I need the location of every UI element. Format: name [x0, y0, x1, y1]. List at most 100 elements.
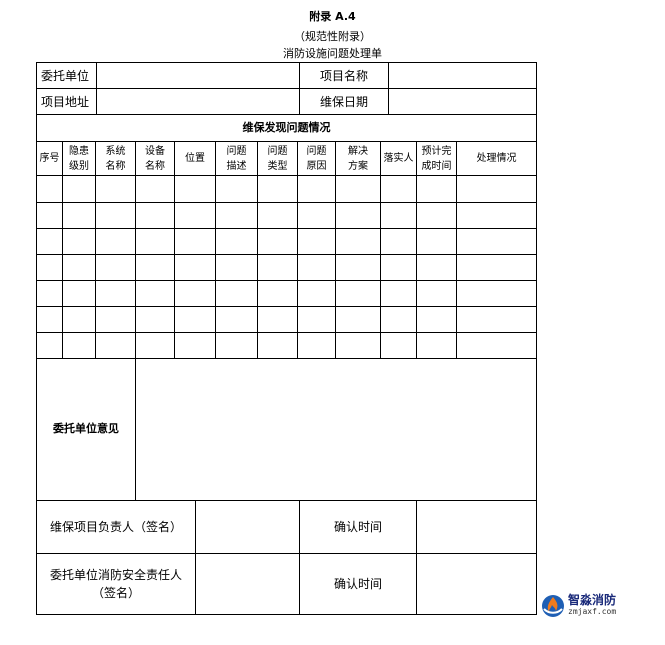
table-cell[interactable] [175, 255, 215, 280]
table-cell[interactable] [37, 333, 62, 358]
table-cell[interactable] [336, 229, 380, 254]
table-cell[interactable] [136, 281, 174, 306]
table-cell[interactable] [258, 255, 297, 280]
table-cell[interactable] [136, 255, 174, 280]
client-value[interactable] [97, 63, 299, 88]
table-cell[interactable] [298, 229, 335, 254]
table-cell[interactable] [417, 229, 456, 254]
opinion-field[interactable] [136, 359, 536, 500]
table-cell[interactable] [457, 229, 536, 254]
table-cell[interactable] [457, 281, 536, 306]
table-cell[interactable] [216, 176, 257, 201]
table-cell[interactable] [216, 307, 257, 332]
table-cell[interactable] [175, 229, 215, 254]
table-cell[interactable] [175, 333, 215, 358]
table-cell[interactable] [298, 333, 335, 358]
table-cell[interactable] [417, 203, 456, 228]
table-cell[interactable] [381, 203, 416, 228]
table-cell[interactable] [96, 281, 135, 306]
table-cell[interactable] [417, 281, 456, 306]
table-cell[interactable] [96, 255, 135, 280]
table-cell[interactable] [63, 176, 95, 201]
opinion-label: 委托单位意见 [53, 422, 119, 436]
table-cell[interactable] [381, 229, 416, 254]
table-cell[interactable] [457, 203, 536, 228]
table-cell[interactable] [417, 255, 456, 280]
table-cell[interactable] [381, 307, 416, 332]
table-cell[interactable] [216, 333, 257, 358]
table-cell[interactable] [381, 281, 416, 306]
project-address-label: 项目地址 [41, 94, 90, 109]
table-cell[interactable] [63, 281, 95, 306]
table-cell[interactable] [457, 333, 536, 358]
table-cell[interactable] [37, 281, 62, 306]
table-cell[interactable] [96, 333, 135, 358]
confirm-time-value-1[interactable] [417, 501, 536, 553]
table-cell[interactable] [381, 333, 416, 358]
table-cell[interactable] [136, 307, 174, 332]
table-cell[interactable] [336, 333, 380, 358]
table-cell[interactable] [175, 281, 215, 306]
fire-logo-icon [542, 595, 564, 617]
table-cell[interactable] [175, 176, 215, 201]
table-cell[interactable] [216, 203, 257, 228]
table-cell[interactable] [258, 176, 297, 201]
table-cell[interactable] [96, 307, 135, 332]
table-cell[interactable] [298, 203, 335, 228]
table-cell[interactable] [136, 229, 174, 254]
table-cell[interactable] [63, 203, 95, 228]
table-cell[interactable] [457, 255, 536, 280]
table-cell[interactable] [216, 229, 257, 254]
table-cell[interactable] [175, 203, 215, 228]
table-cell[interactable] [216, 281, 257, 306]
table-cell[interactable] [298, 281, 335, 306]
table-cell[interactable] [417, 333, 456, 358]
table-cell[interactable] [336, 255, 380, 280]
table-cell[interactable] [258, 281, 297, 306]
safety-officer-signature[interactable] [196, 554, 299, 614]
project-leader-signature[interactable] [196, 501, 299, 553]
table-cell[interactable] [96, 229, 135, 254]
table-cell[interactable] [37, 203, 62, 228]
table-cell[interactable] [96, 203, 135, 228]
table-cell[interactable] [381, 176, 416, 201]
table-cell[interactable] [336, 176, 380, 201]
table-cell[interactable] [298, 307, 335, 332]
table-cell[interactable] [37, 229, 62, 254]
table-cell[interactable] [336, 307, 380, 332]
table-cell[interactable] [175, 307, 215, 332]
column-header: 处理情况 [476, 153, 517, 164]
table-cell[interactable] [298, 176, 335, 201]
table-cell[interactable] [136, 176, 174, 201]
table-cell[interactable] [381, 255, 416, 280]
table-cell[interactable] [63, 255, 95, 280]
table-cell[interactable] [417, 176, 456, 201]
table-cell[interactable] [63, 307, 95, 332]
table-cell[interactable] [258, 229, 297, 254]
table-cell[interactable] [258, 203, 297, 228]
table-cell[interactable] [37, 255, 62, 280]
table-cell[interactable] [258, 307, 297, 332]
table-cell[interactable] [298, 255, 335, 280]
confirm-time-value-2[interactable] [417, 554, 536, 614]
maintenance-date-value[interactable] [389, 89, 536, 114]
table-cell[interactable] [37, 307, 62, 332]
table-cell[interactable] [136, 333, 174, 358]
table-cell[interactable] [37, 176, 62, 201]
table-cell[interactable] [136, 203, 174, 228]
table-cell[interactable] [336, 203, 380, 228]
column-header: 解决方案 [348, 145, 368, 172]
table-cell[interactable] [457, 176, 536, 201]
table-cell[interactable] [96, 176, 135, 201]
table-cell[interactable] [417, 307, 456, 332]
table-cell[interactable] [258, 333, 297, 358]
table-cell[interactable] [457, 307, 536, 332]
table-cell[interactable] [216, 255, 257, 280]
table-cell[interactable] [336, 281, 380, 306]
table-cell[interactable] [63, 229, 95, 254]
project-address-value[interactable] [97, 89, 299, 114]
column-header: 系统名称 [105, 145, 126, 172]
table-cell[interactable] [63, 333, 95, 358]
project-name-value[interactable] [389, 63, 536, 88]
